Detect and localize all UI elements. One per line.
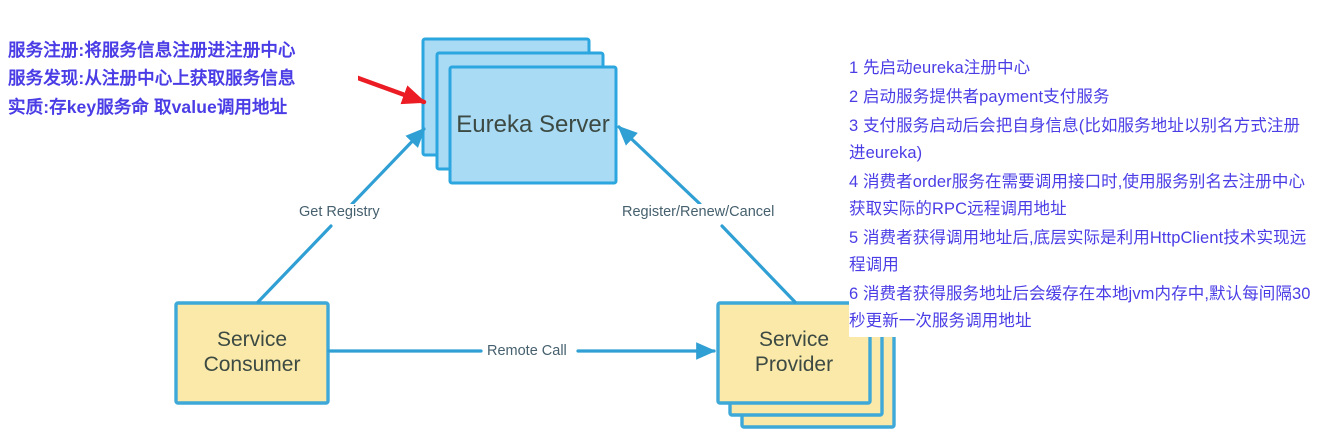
note-right-line-4: 4 消费者order服务在需要调用接口时,使用服务别名去注册中心获取实际的RPC… [849, 173, 1306, 219]
eureka-server-box-front [448, 65, 618, 185]
startup-flow-notes: 1 先启动eureka注册中心 2 启动服务提供者payment支付服务 3 支… [849, 55, 1315, 338]
service-provider-node[interactable] [716, 301, 896, 429]
service-consumer-box [174, 301, 330, 405]
edge-get-registry-lower-segment [256, 224, 333, 304]
note-right-line-3: 3 支付服务启动后会把自身信息(比如服务地址以别名方式注册进eureka) [849, 117, 1301, 163]
service-consumer-node[interactable] [174, 301, 330, 405]
edge-register-upper-segment [617, 125, 702, 206]
edge-get-registry[interactable] [256, 127, 426, 304]
edge-register-lower-segment [720, 224, 797, 304]
edge-label-get-registry: Get Registry [295, 204, 384, 221]
note-right-line-6: 6 消费者获得服务地址后会缓存在本地jvm内存中,默认每间隔30秒更新一次服务调… [849, 285, 1311, 330]
note-left-line-3: 实质:存key服务命 取value调用地址 [8, 96, 288, 117]
red-pointer-arrow [344, 71, 427, 105]
service-provider-box-front [716, 301, 872, 405]
edge-label-remote-call: Remote Call [483, 343, 571, 360]
note-right-line-1: 1 先启动eureka注册中心 [849, 59, 1031, 77]
note-right-line-2: 2 启动服务提供者payment支付服务 [849, 88, 1110, 107]
eureka-server-node[interactable] [421, 37, 618, 185]
edge-register-renew-cancel[interactable] [617, 125, 797, 304]
note-left-line-1: 服务注册:将服务信息注册进注册中心 [8, 40, 296, 60]
edge-get-registry-upper-segment [350, 127, 426, 206]
service-registration-notes: 服务注册:将服务信息注册进注册中心 服务发现:从注册中心上获取服务信息 实质:存… [8, 36, 358, 122]
edge-label-register-renew-cancel: Register/Renew/Cancel [618, 204, 779, 221]
note-right-line-5: 5 消费者获得调用地址后,底层实际是利用HttpClient技术实现远程调用 [849, 229, 1307, 275]
note-left-line-2: 服务发现:从注册中心上获取服务信息 [8, 68, 296, 89]
